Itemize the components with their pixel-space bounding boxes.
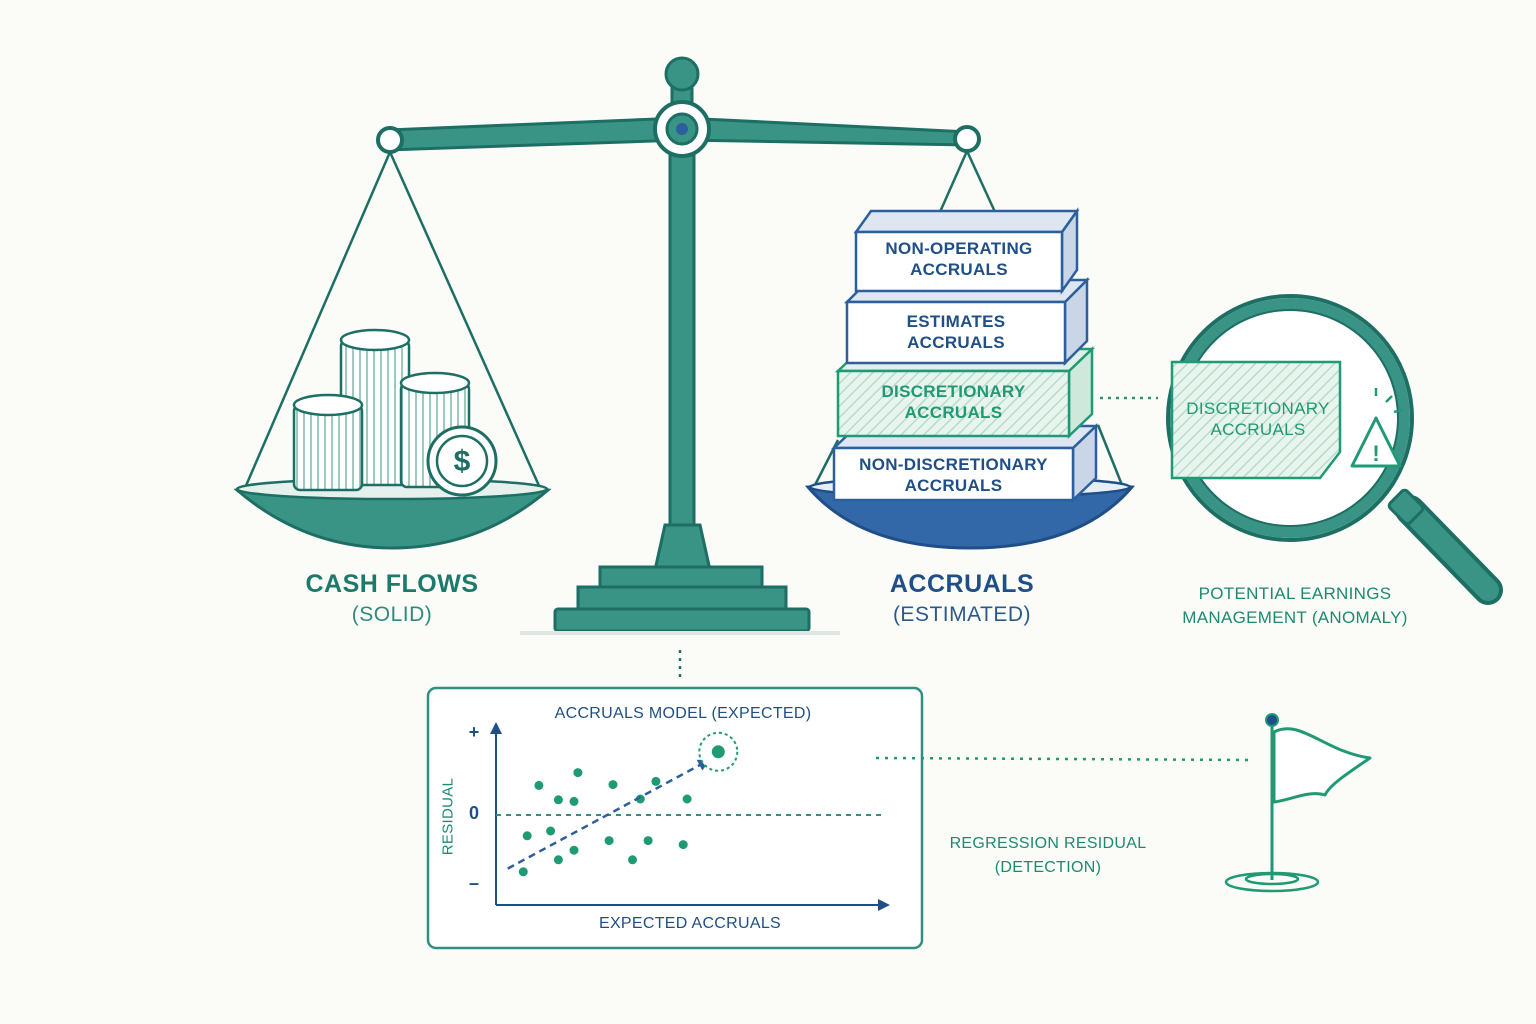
- scale-beam: [376, 56, 981, 158]
- block-estimates-label: ESTIMATES ACCRUALS: [847, 311, 1065, 353]
- detection-caption-line2: (DETECTION): [994, 859, 1102, 876]
- anomaly-caption-line2: MANAGEMENT (ANOMALY): [1182, 608, 1408, 627]
- data-point: [522, 831, 532, 841]
- cash-flows-title: CASH FLOWS: [305, 570, 479, 598]
- block-estimates-line2: ACCRUALS: [907, 333, 1005, 352]
- data-point: [628, 855, 637, 865]
- warning-exclamation: !: [1372, 441, 1379, 466]
- chart-title: ACCRUALS MODEL (EXPECTED): [554, 705, 812, 722]
- data-point: [518, 867, 528, 877]
- data-point: [573, 768, 583, 778]
- coin-stacks: [292, 328, 498, 497]
- accruals-title: ACCRUALS: [889, 570, 1035, 598]
- flag-icon: [1224, 713, 1372, 893]
- block-discretionary-line1: DISCRETIONARY: [881, 382, 1026, 401]
- chart-tick-plus: +: [468, 722, 480, 742]
- magnifier-label-line1: DISCRETIONARY: [1186, 399, 1330, 418]
- chart-plot: [496, 731, 886, 877]
- block-estimates-line1: ESTIMATES: [906, 312, 1006, 331]
- block-discretionary-label: DISCRETIONARY ACCRUALS: [838, 381, 1069, 423]
- block-non-operating-line1: NON-OPERATING: [885, 239, 1033, 258]
- data-point: [682, 794, 692, 804]
- cash-flows-subtitle: (SOLID): [351, 603, 433, 626]
- block-non-discretionary-line2: ACCRUALS: [904, 476, 1003, 495]
- chart-tick-minus: –: [468, 873, 479, 893]
- block-non-discretionary-line1: NON-DISCRETIONARY: [859, 455, 1048, 474]
- warning-icon: [1350, 388, 1403, 468]
- chart-xlabel: EXPECTED ACCRUALS: [598, 915, 782, 932]
- anomaly-caption-line1: POTENTIAL EARNINGS: [1198, 584, 1392, 603]
- chart-axes: [490, 722, 890, 911]
- data-point: [643, 836, 653, 846]
- data-point: [635, 794, 645, 804]
- block-non-discretionary-label: NON-DISCRETIONARY ACCRUALS: [834, 454, 1073, 496]
- outlier-point: [711, 745, 725, 759]
- chart-tick-zero: 0: [468, 803, 479, 823]
- block-non-operating-line2: ACCRUALS: [910, 260, 1008, 279]
- detection-caption: REGRESSION RESIDUAL (DETECTION): [940, 832, 1156, 880]
- chart-ylabel: RESIDUAL: [439, 777, 457, 856]
- residual-connector: [875, 756, 1251, 762]
- block-non-operating-label: NON-OPERATING ACCRUALS: [856, 238, 1062, 280]
- detection-caption-line1: REGRESSION RESIDUAL: [949, 835, 1147, 852]
- data-point: [569, 796, 579, 806]
- dollar-coin-icon: $: [454, 445, 471, 478]
- regression-line: [507, 760, 708, 870]
- scale-stand: [520, 148, 840, 635]
- block-discretionary-line2: ACCRUALS: [904, 403, 1003, 422]
- anomaly-caption: POTENTIAL EARNINGS MANAGEMENT (ANOMALY): [1155, 582, 1435, 630]
- data-point: [569, 845, 579, 855]
- chart-panel: [426, 686, 924, 950]
- data-point: [546, 826, 556, 836]
- magnifier-icon: [1166, 294, 1503, 605]
- data-point: [534, 780, 544, 790]
- magnifier-label: DISCRETIONARY ACCRUALS: [1175, 398, 1341, 440]
- data-point: [604, 836, 614, 846]
- data-point: [608, 780, 618, 790]
- data-point: [651, 776, 661, 786]
- data-point: [553, 855, 563, 865]
- accruals-subtitle: (ESTIMATED): [892, 603, 1032, 626]
- data-point: [553, 795, 563, 805]
- data-point: [678, 840, 688, 850]
- magnifier-label-line2: ACCRUALS: [1210, 420, 1306, 439]
- block-non-operating: [853, 207, 1080, 295]
